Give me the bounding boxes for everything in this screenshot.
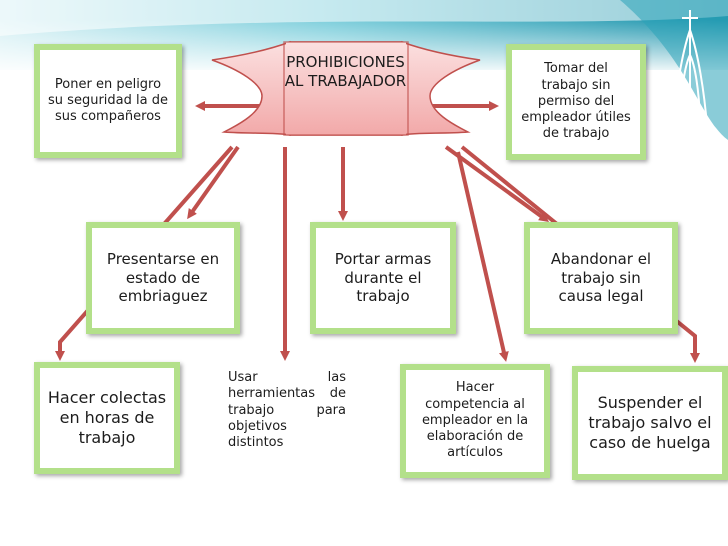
box-top-left: Poner en peligro su seguridad la de sus … [34,44,182,158]
box-top-left-text: Poner en peligro su seguridad la de sus … [48,76,168,125]
center-shape [211,40,481,136]
arrow-to-mid-right [444,145,550,222]
box-bottom-2-text: Usar las herramientas de trabajo para ob… [228,370,346,450]
box-bottom-2: Usar las herramientas de trabajo para ob… [222,366,352,480]
box-mid-center-text: Portar armas durante el trabajo [334,249,432,306]
box-top-right-text: Tomar del trabajo sin permiso del emplea… [521,61,631,142]
arrow-to-bottom-4 [460,145,700,363]
box-bottom-3: Hacer competencia al empleador en la ela… [400,364,550,478]
box-mid-center: Portar armas durante el trabajo [310,222,456,334]
box-top-right: Tomar del trabajo sin permiso del emplea… [506,44,646,160]
arrow-to-bottom-1 [55,145,234,361]
center-title: PROHIBICIONES AL TRABAJADOR [284,53,407,91]
tower-logo-icon [671,10,709,141]
box-mid-left-text: Presentarse en estado de embriaguez [106,249,220,306]
box-bottom-1: Hacer colectas en horas de trabajo [34,362,180,474]
box-mid-left: Presentarse en estado de embriaguez [86,222,240,334]
arrow-to-bottom-3 [456,151,509,362]
box-mid-right: Abandonar el trabajo sin causa legal [524,222,678,334]
box-mid-right-text: Abandonar el trabajo sin causa legal [550,249,652,306]
box-bottom-1-text: Hacer colectas en horas de trabajo [47,388,167,447]
box-bottom-4-text: Suspender el trabajo salvo el caso de hu… [588,393,712,452]
box-bottom-4: Suspender el trabajo salvo el caso de hu… [572,366,728,480]
box-bottom-3-text: Hacer competencia al empleador en la ela… [421,380,529,461]
arrow-to-mid-left [187,145,240,220]
